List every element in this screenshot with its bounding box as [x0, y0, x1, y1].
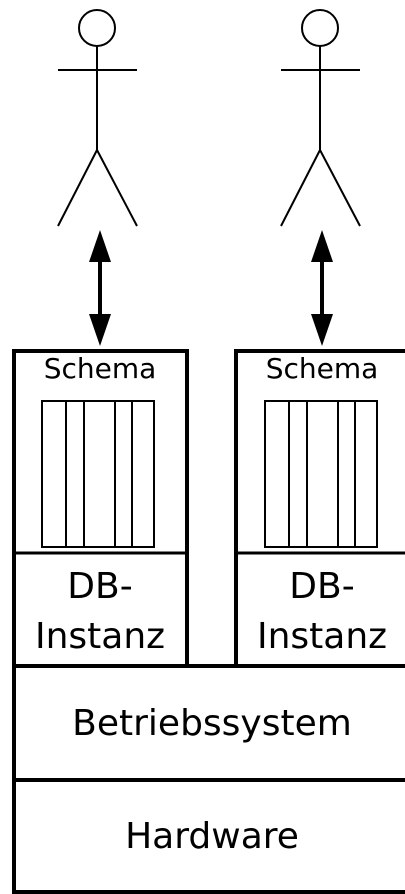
user-figure-left — [57, 9, 138, 227]
os-layer-label: Betriebssystem — [72, 703, 352, 744]
db-instance-label-line2-right: Instanz — [257, 616, 387, 657]
os-layer: Betriebssystem — [12, 664, 405, 780]
db-instance-label-line1-right: DB- — [289, 566, 354, 607]
db-instance-label-line1-left: DB- — [67, 566, 132, 607]
schema-table-left — [41, 400, 155, 548]
schema-label-right: Schema — [266, 352, 379, 385]
schema-label-left: Schema — [44, 352, 157, 385]
schema-table-right — [264, 400, 378, 548]
db-instance-label-line2-left: Instanz — [35, 616, 165, 657]
hardware-layer-label: Hardware — [125, 816, 299, 857]
bidirectional-arrow-right — [311, 230, 333, 346]
bidirectional-arrow-left — [89, 230, 111, 346]
user-figure-right — [280, 9, 361, 227]
instance-block-left: Schema DB- Instanz — [12, 349, 189, 668]
hardware-layer: Hardware — [12, 778, 405, 894]
instance-block-right: Schema DB- Instanz — [234, 349, 405, 666]
